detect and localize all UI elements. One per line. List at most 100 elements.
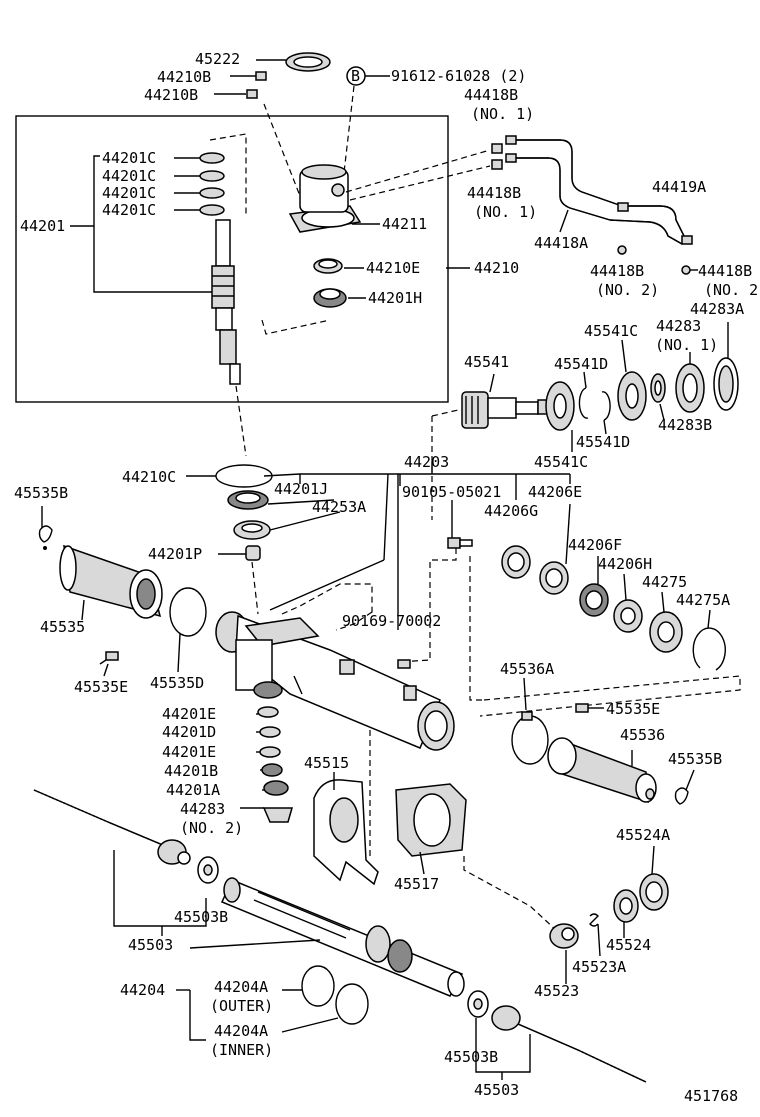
part-44283-no1-nut (675, 363, 705, 413)
part-45222-seal (285, 52, 331, 72)
label-44210E: 44210E (366, 259, 420, 277)
label-45535B-a: 45535B (14, 484, 68, 502)
label-44283A: 44283A (690, 300, 744, 318)
label-44203: 44203 (404, 453, 449, 471)
part-44210B-fitting-b (246, 89, 258, 99)
label-45535E-b: 45535E (606, 700, 660, 718)
part-45517-cushion (395, 783, 467, 857)
part-45535E-screw-a (99, 651, 119, 665)
part-45524A-seal (639, 873, 669, 911)
label-45541: 45541 (464, 353, 509, 371)
part-44201C-rings (199, 152, 225, 216)
part-44283B-ring (650, 373, 666, 403)
label-45503B-a: 45503B (174, 908, 228, 926)
part-45536A-band (511, 711, 549, 765)
label-44211: 44211 (382, 215, 427, 233)
part-44419A-pipe (609, 202, 693, 245)
label-45535E-a: 45535E (74, 678, 128, 696)
part-45541-pinion (461, 391, 551, 429)
part-44201H-bearing (313, 288, 347, 308)
label-44204A-outer: 44204A (214, 978, 268, 996)
label-no1-c: (NO. 1) (655, 336, 718, 354)
part-90169-bolt (397, 659, 411, 669)
part-90105-bolt (447, 537, 473, 549)
label-44253A: 44253A (312, 498, 366, 516)
part-44418B-no1-union-b (491, 159, 503, 170)
label-45222: 45222 (195, 50, 240, 68)
label-44210B-b: 44210B (144, 86, 198, 104)
part-45524-cap (613, 889, 639, 923)
part-45503-tie-rod-right (491, 1005, 647, 1083)
label-45535B-b: 45535B (668, 750, 722, 768)
label-44204A-inner: 44204A (214, 1022, 268, 1040)
label-outer: (OUTER) (210, 997, 273, 1015)
label-45503-b: 45503 (474, 1081, 519, 1099)
part-44201E-washer-b (259, 746, 281, 758)
label-45541D-b: 45541D (576, 433, 630, 451)
label-45535D: 45535D (150, 674, 204, 692)
label-45536A: 45536A (500, 660, 554, 678)
label-44206E: 44206E (528, 483, 582, 501)
label-90169: 90169-70002 (342, 612, 441, 630)
label-44283-no1: 44283 (656, 317, 701, 335)
label-44206F: 44206F (568, 536, 622, 554)
label-44419A: 44419A (652, 178, 706, 196)
label-45524: 45524 (606, 936, 651, 954)
label-44201E-a: 44201E (162, 705, 216, 723)
label-44201E-b: 44201E (162, 743, 216, 761)
part-45541C-bearing-a (545, 381, 575, 431)
part-44201A-bearing (263, 780, 289, 796)
label-44210: 44210 (474, 259, 519, 277)
label-44201C-1: 44201C (102, 149, 156, 167)
label-44201C-4: 44201C (102, 201, 156, 219)
subassembly-frame (15, 115, 449, 403)
label-44204: 44204 (120, 981, 165, 999)
label-44206H: 44206H (598, 555, 652, 573)
part-44283A-nut (713, 357, 739, 411)
label-no2-a: (NO. 2) (596, 281, 659, 299)
label-45523: 45523 (534, 982, 579, 1000)
part-44275A-snap-ring (692, 627, 726, 671)
label-bolt-91612: 91612-61028 (2) (391, 67, 526, 85)
label-44418B-no1-a: 44418B (464, 86, 518, 104)
part-44201E-washer-a (257, 706, 279, 718)
part-44201J-bearing (227, 490, 269, 510)
label-45517: 45517 (394, 875, 439, 893)
label-no2-c: (NO. 2) (180, 819, 243, 837)
label-44201B: 44201B (164, 762, 218, 780)
label-45541C-a: 45541C (584, 322, 638, 340)
diagram-id: 451768 (684, 1087, 738, 1105)
part-45523-lock (549, 923, 579, 949)
part-44201D-washer (259, 726, 281, 738)
part-45541C-bearing-b (617, 371, 647, 421)
label-no2-b: (NO. 2) (704, 281, 760, 299)
label-44275A: 44275A (676, 591, 730, 609)
part-45541D-clip-b (601, 391, 611, 421)
part-45535-boot (59, 544, 163, 619)
label-45503B-b: 45503B (444, 1048, 498, 1066)
label-44201C-3: 44201C (102, 184, 156, 202)
label-44201: 44201 (20, 217, 65, 235)
part-44206H-ring (613, 599, 643, 633)
part-44210B-fitting-a (255, 71, 267, 81)
label-no1-b: (NO. 1) (474, 203, 537, 221)
part-45515-bracket (313, 779, 379, 886)
label-45535: 45535 (40, 618, 85, 636)
label-45515: 45515 (304, 754, 349, 772)
part-45503B-washer-a (197, 856, 219, 884)
label-44418B-no2-b: 44418B (698, 262, 752, 280)
label-44201J: 44201J (274, 480, 328, 498)
label-90105: 90105-05021 (402, 483, 501, 501)
label-44283-no2: 44283 (180, 800, 225, 818)
part-44201P-plug (245, 545, 261, 561)
label-45541C-b: 45541C (534, 453, 588, 471)
part-44203-rack-housing (215, 611, 455, 751)
label-45524A: 45524A (616, 826, 670, 844)
part-44204A-inner-ring (335, 983, 369, 1025)
part-45523A-spring (589, 913, 599, 927)
label-44418A: 44418A (534, 234, 588, 252)
part-44210C-o-ring (215, 464, 273, 488)
part-44201-valve-shaft (211, 219, 241, 385)
